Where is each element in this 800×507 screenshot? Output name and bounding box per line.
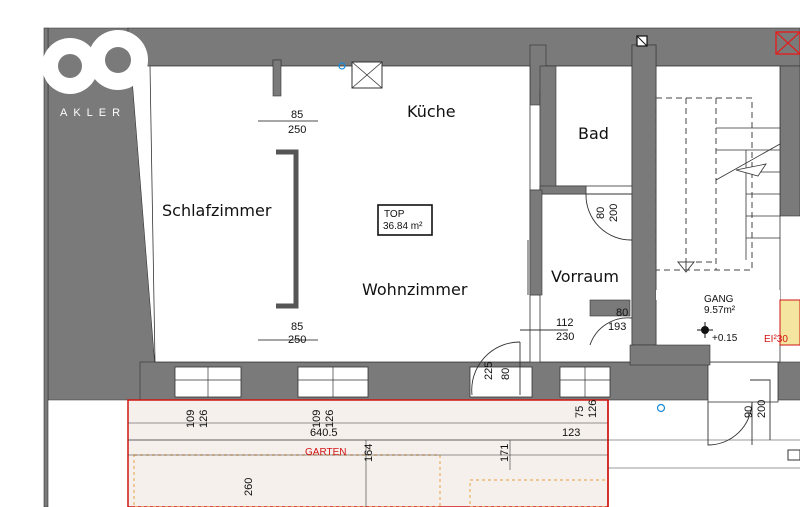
- room-label-kueche: Küche: [407, 102, 456, 121]
- level-label: +0.15: [712, 333, 738, 344]
- dim-win-top-b: 250: [288, 124, 306, 136]
- dim-bad-door-b: 200: [608, 204, 620, 222]
- stair-arrow: [676, 261, 696, 273]
- dim-w2-a: 109: [311, 410, 323, 428]
- dim-stair-door-a: 90: [743, 406, 755, 418]
- fire-marker: [775, 31, 800, 55]
- dim-w3-b: 126: [587, 400, 599, 418]
- garden-label: GARTEN: [305, 447, 347, 458]
- dim-gang-door-b: 193: [608, 321, 626, 333]
- outlet-icon: [338, 62, 346, 70]
- logo-subtitle: AKLER: [60, 107, 126, 119]
- dim-win-bot-b: 250: [288, 334, 306, 346]
- dim-w2-b: 126: [324, 410, 336, 428]
- room-label-vorraum: Vorraum: [551, 267, 619, 286]
- dim-g-v3: 260: [243, 478, 255, 496]
- doors: [471, 193, 771, 446]
- dim-entry-a: 225: [483, 362, 495, 380]
- room-fills: [149, 65, 781, 363]
- garden-outlet-icon: [656, 403, 666, 413]
- dim-garden-seg: 123: [562, 427, 580, 439]
- logo: AKLER: [42, 30, 148, 119]
- top-title: TOP: [384, 209, 405, 220]
- dim-vorraum-a: 112: [556, 317, 574, 329]
- top-area: 36.84 m²: [383, 221, 423, 232]
- dim-stair-door-b: 200: [756, 400, 768, 418]
- dim-w1-b: 126: [198, 410, 210, 428]
- dim-g-v2: 171: [499, 444, 511, 462]
- dim-garden-width: 640.5: [310, 427, 338, 439]
- dim-vorraum-b: 230: [556, 331, 574, 343]
- gang-area: 9.57m²: [704, 305, 736, 316]
- dim-w1-a: 109: [185, 410, 197, 428]
- window-mullions: [175, 367, 610, 397]
- room-label-wohnzimmer: Wohnzimmer: [362, 280, 468, 299]
- wardrobe: [276, 149, 299, 309]
- room-label-schlafzimmer: Schlafzimmer: [162, 201, 272, 220]
- garden: [127, 399, 800, 507]
- dim-gang-door-a: 80: [616, 307, 628, 319]
- door-rating: EI²30: [764, 334, 788, 345]
- room-label-gang: GANG: [704, 294, 734, 305]
- top-box: [377, 204, 433, 236]
- room-label-bad: Bad: [578, 124, 609, 143]
- dim-entry-b: 80: [500, 368, 512, 380]
- stair-steps: [715, 127, 781, 260]
- dim-g-v1: 164: [363, 444, 375, 462]
- dim-w3-a: 75: [574, 406, 586, 418]
- dim-win-bot-a: 85: [291, 321, 303, 333]
- dim-bad-door-a: 80: [595, 207, 607, 219]
- dim-win-top-a: 85: [291, 109, 303, 121]
